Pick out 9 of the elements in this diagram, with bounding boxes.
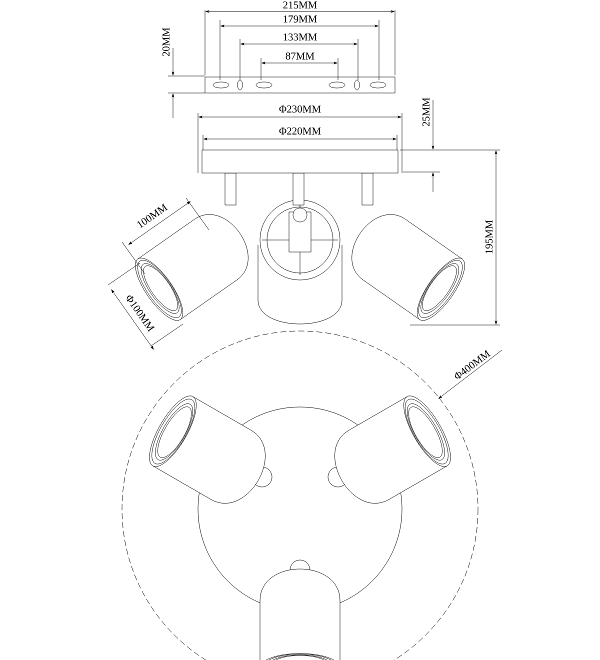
- dimension-label: 179MM: [284, 15, 317, 23]
- dimension-label: 195MM: [485, 220, 493, 254]
- dimension-label: 25MM: [422, 98, 430, 126]
- dimension-label: Φ230MM: [279, 105, 321, 113]
- dimension-label: 87MM: [286, 52, 314, 60]
- dimension-label: 133MM: [284, 33, 317, 41]
- dimension-label: 215MM: [283, 1, 317, 9]
- dimension-label: Φ220MM: [279, 127, 321, 135]
- dimension-label: 20MM: [162, 28, 170, 56]
